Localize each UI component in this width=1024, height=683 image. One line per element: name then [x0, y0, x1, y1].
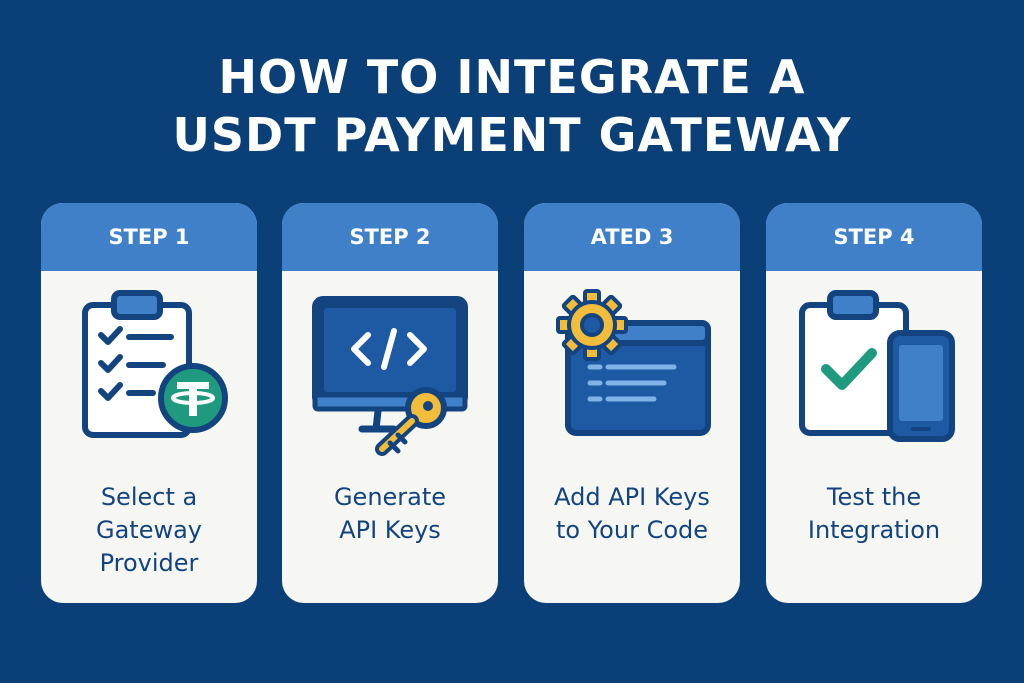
step-label-3: Add API Keys to Your Code [554, 483, 710, 544]
title-line-2: USDT PAYMENT GATEWAY [172, 108, 852, 162]
step-card-3: ATED 3 [524, 203, 740, 603]
clipboard-tether-icon [41, 283, 257, 473]
monitor-code-key-icon [282, 283, 498, 473]
step-header-2: STEP 2 [282, 203, 498, 271]
step-label-4: Test the Integration [807, 483, 941, 544]
step-label-2: Generate API Keys [333, 483, 447, 544]
step-header-4: STEP 4 [766, 203, 982, 271]
step-label-1: Select a Gateway Provider [95, 483, 203, 577]
step-card-2: STEP 2 Generate API Keys [282, 203, 498, 603]
step-header-1: STEP 1 [41, 203, 257, 271]
page-title: HOW TO INTEGRATE A USDT PAYMENT GATEWAY [0, 48, 1024, 164]
gear-window-icon [524, 283, 740, 473]
step-card-1: STEP 1 Select a Gateway Provider [41, 203, 257, 603]
title-line-1: HOW TO INTEGRATE A [218, 50, 806, 104]
step-header-3: ATED 3 [524, 203, 740, 271]
clipboard-check-phone-icon [766, 283, 982, 473]
step-card-4: STEP 4 Test the Integration [766, 203, 982, 603]
